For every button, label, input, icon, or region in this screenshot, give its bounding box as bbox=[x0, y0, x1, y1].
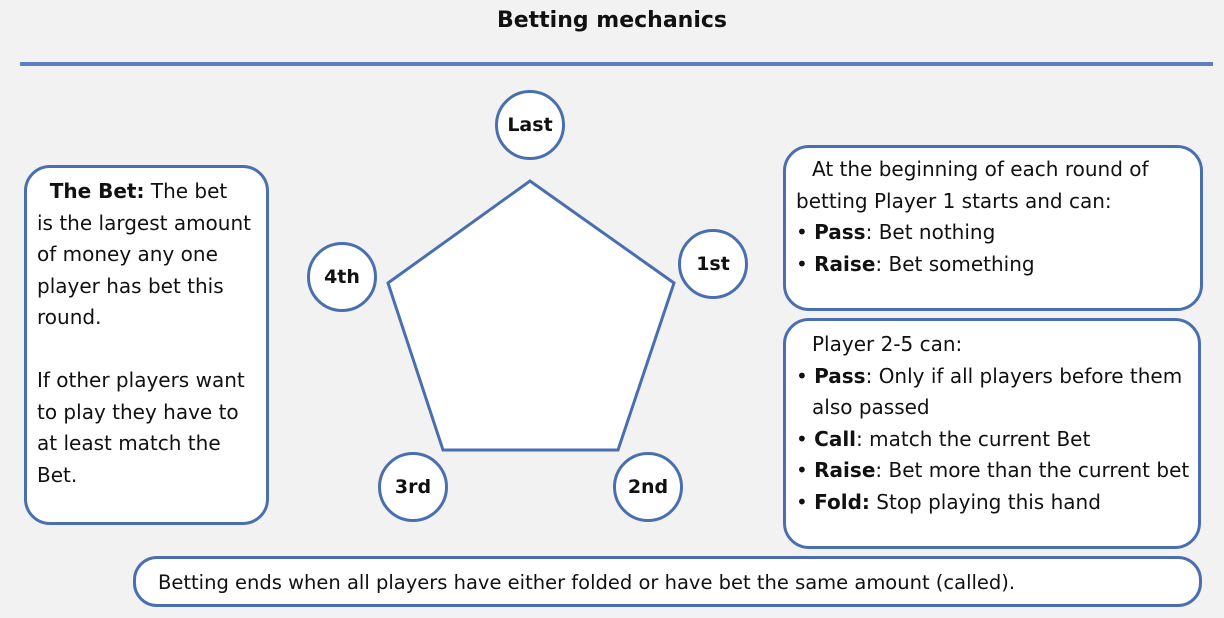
pentagon-shape bbox=[386, 179, 676, 452]
bet-line: Bet. bbox=[37, 462, 78, 487]
title-divider bbox=[20, 62, 1213, 66]
bet-line: to play they have to bbox=[37, 399, 239, 424]
bet-heading: The Bet: bbox=[49, 179, 145, 203]
bet-text: The bet bbox=[150, 179, 228, 203]
bet-line-0: The Bet: The bet bbox=[37, 176, 256, 208]
player-options-box: Player 2-5 can: • Pass: Only if all play… bbox=[783, 318, 1201, 549]
round-start-box: At the beginning of each round of bettin… bbox=[783, 145, 1203, 311]
player-term: Pass bbox=[814, 363, 866, 388]
position-2nd: 2nd bbox=[613, 452, 683, 522]
round-term: Raise bbox=[814, 251, 876, 276]
player-item-pass: • Pass: Only if all players before them bbox=[796, 363, 1183, 388]
bet-line: of money any one bbox=[37, 242, 218, 266]
position-1st-label: 1st bbox=[696, 253, 730, 275]
player-term: Call bbox=[814, 426, 857, 451]
player-term: Raise bbox=[814, 458, 876, 482]
player-item-call: • Call: match the current Bet bbox=[796, 426, 1091, 451]
player-item-pass-cont: also passed bbox=[812, 395, 930, 419]
round-desc: : Bet something bbox=[875, 251, 1035, 276]
bet-spacer bbox=[37, 334, 256, 366]
round-item-pass: • Pass: Bet nothing bbox=[796, 220, 996, 244]
round-term: Pass bbox=[814, 220, 866, 244]
bet-line: at least match the bbox=[37, 431, 221, 455]
player-desc: : Only if all players before them bbox=[865, 363, 1183, 388]
bet-line: player has bet this bbox=[37, 273, 224, 298]
page-title: Betting mechanics bbox=[496, 8, 728, 33]
position-2nd-label: 2nd bbox=[627, 476, 669, 498]
bet-line: is the largest amount bbox=[37, 210, 251, 235]
player-desc: : Bet more than the current bet bbox=[875, 458, 1190, 482]
betting-end-box: Betting ends when all players have eithe… bbox=[133, 556, 1202, 607]
player-item-fold: • Fold: Stop playing this hand bbox=[796, 489, 1101, 514]
player-intro: Player 2-5 can: bbox=[812, 332, 963, 356]
player-desc: Stop playing this hand bbox=[869, 489, 1101, 514]
position-4th-label: 4th bbox=[324, 266, 360, 288]
position-3rd: 3rd bbox=[378, 452, 448, 522]
position-last-label: Last bbox=[507, 114, 553, 136]
betting-end-text: Betting ends when all players have eithe… bbox=[158, 571, 1016, 594]
player-term: Fold: bbox=[814, 489, 870, 514]
bet-line: round. bbox=[37, 305, 102, 329]
round-intro-1: At the beginning of each round of bbox=[812, 157, 1149, 181]
position-4th: 4th bbox=[307, 242, 377, 312]
position-3rd-label: 3rd bbox=[394, 476, 432, 498]
round-intro-2: betting Player 1 starts and can: bbox=[796, 188, 1112, 213]
player-item-raise: • Raise: Bet more than the current bet bbox=[796, 458, 1190, 482]
bet-definition-box: The Bet: The bet is the largest amount o… bbox=[24, 165, 269, 525]
player-desc: : match the current Bet bbox=[856, 426, 1091, 451]
bet-line: If other players want bbox=[37, 368, 245, 392]
round-item-raise: • Raise: Bet something bbox=[796, 251, 1035, 276]
position-last: Last bbox=[495, 90, 565, 160]
round-desc: : Bet nothing bbox=[865, 220, 996, 244]
position-1st: 1st bbox=[678, 229, 748, 299]
